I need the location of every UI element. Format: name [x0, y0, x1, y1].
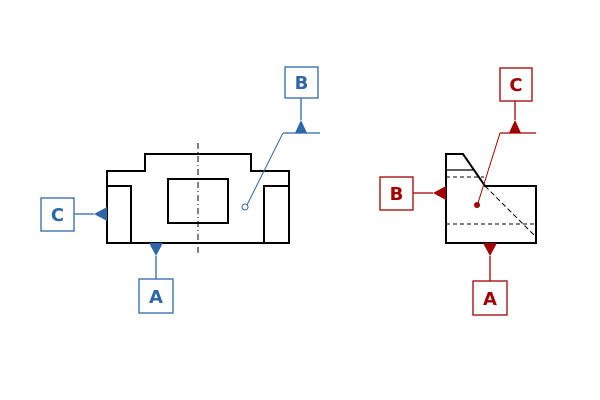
left-part-right-tab — [263, 185, 290, 244]
left-datum-c: C — [40, 197, 107, 232]
right-datum-a-triangle — [483, 243, 497, 256]
right-datum-a: A — [472, 243, 508, 316]
right-part-outline — [445, 153, 537, 244]
left-part-left-tab — [106, 185, 132, 244]
right-datum-a-box — [472, 280, 508, 316]
left-datum-b-leader — [246, 132, 284, 206]
right-datum-c-box — [499, 67, 533, 102]
left-datum-a-box — [138, 278, 174, 314]
left-datum-b-target-icon — [241, 203, 249, 211]
left-datum-b-box — [284, 66, 319, 99]
left-datum-c-box — [40, 197, 75, 232]
left-view: B C A — [40, 66, 320, 314]
left-datum-a: A — [138, 243, 174, 314]
right-datum-c-triangle — [509, 120, 521, 133]
left-datum-a-triangle — [149, 243, 163, 256]
right-datum-b: B — [379, 176, 446, 211]
right-datum-b-triangle — [433, 186, 446, 200]
right-datum-c: C — [474, 67, 536, 208]
left-datum-b-triangle — [295, 120, 307, 133]
left-datum-b: B — [241, 66, 320, 211]
right-view: C B A — [379, 67, 537, 316]
left-datum-a-label: A — [149, 287, 163, 308]
right-datum-b-label: B — [390, 184, 404, 205]
left-datum-c-triangle — [94, 207, 107, 221]
right-datum-c-target-icon — [474, 202, 480, 208]
left-part-outline — [106, 153, 290, 244]
left-datum-b-label: B — [295, 73, 309, 94]
right-part-hidden-diagonal — [484, 185, 537, 238]
right-datum-c-leader — [477, 132, 501, 204]
left-datum-c-label: C — [51, 205, 64, 226]
right-datum-c-label: C — [509, 75, 522, 96]
right-datum-a-label: A — [483, 289, 497, 310]
